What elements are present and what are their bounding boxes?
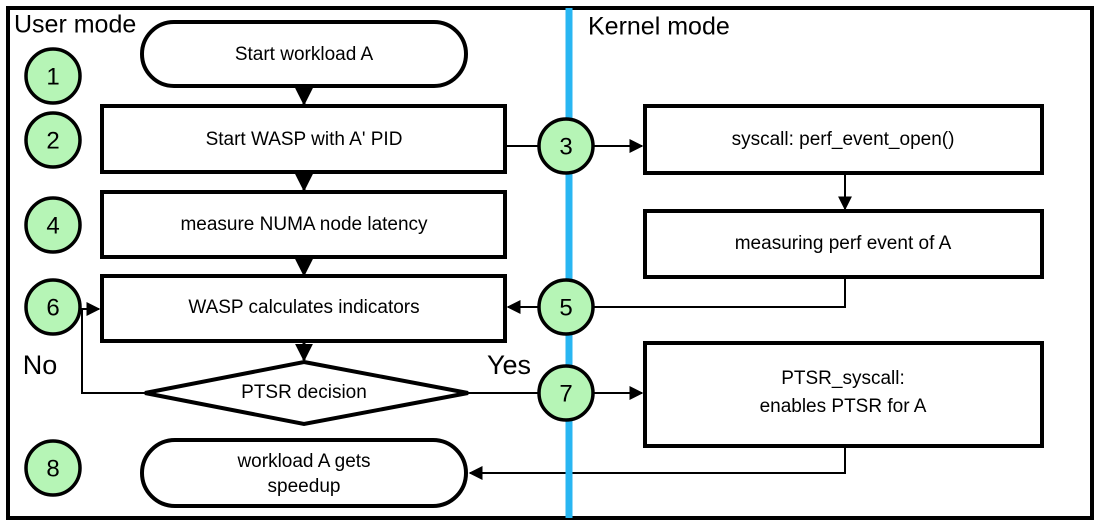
node-syscall-perf-event-open[interactable]: syscall: perf_event_open() xyxy=(643,104,1044,175)
user-mode-label: User mode xyxy=(14,11,136,39)
step-circle-3[interactable]: 3 xyxy=(537,117,595,175)
step-circle-3-label: 3 xyxy=(559,134,572,161)
node-ptsr-syscall-line2: enables PTSR for A xyxy=(760,396,927,417)
connector-measuring-to-step5 xyxy=(593,277,846,308)
branch-label-yes: Yes xyxy=(487,350,531,380)
connector-ptsr-to-speedup xyxy=(468,446,846,480)
node-wasp-calculates-label: WASP calculates indicators xyxy=(188,297,419,318)
step-circle-5-label: 5 xyxy=(559,295,572,322)
step-circle-7-label: 7 xyxy=(559,381,572,408)
node-ptsr-decision-label: PTSR decision xyxy=(241,382,367,403)
node-measure-numa-label: measure NUMA node latency xyxy=(180,214,428,235)
step-circle-5[interactable]: 5 xyxy=(537,278,595,336)
node-ptsr-syscall-line1: PTSR_syscall: xyxy=(781,368,905,389)
node-syscall-perf-event-open-label: syscall: perf_event_open() xyxy=(732,129,955,150)
step-circle-8-label: 8 xyxy=(46,456,59,483)
node-ptsr-decision[interactable]: PTSR decision xyxy=(144,359,469,427)
step-circle-7[interactable]: 7 xyxy=(537,364,595,422)
node-workload-speedup-line1: workload A gets xyxy=(236,451,370,472)
kernel-mode-label: Kernel mode xyxy=(588,13,730,41)
node-measuring-perf-event-label: measuring perf event of A xyxy=(735,233,952,254)
diagram-outer-frame xyxy=(6,6,1094,520)
node-ptsr-syscall[interactable]: PTSR_syscall: enables PTSR for A xyxy=(643,341,1044,448)
step-circle-6-label: 6 xyxy=(46,295,59,322)
step-circle-1[interactable]: 1 xyxy=(24,47,82,105)
node-start-workload-label: Start workload A xyxy=(235,44,374,65)
step-circle-2-label: 2 xyxy=(46,128,59,155)
node-workload-speedup-line2: speedup xyxy=(268,476,341,497)
connector-decision-no-loopback xyxy=(81,302,145,394)
node-start-wasp-label: Start WASP with A' PID xyxy=(206,129,403,150)
node-workload-speedup[interactable]: workload A gets speedup xyxy=(140,438,468,508)
node-measuring-perf-event[interactable]: measuring perf event of A xyxy=(643,209,1044,279)
step-circle-4[interactable]: 4 xyxy=(24,196,82,254)
step-circle-4-label: 4 xyxy=(46,213,59,240)
step-circle-8[interactable]: 8 xyxy=(24,439,82,497)
node-measure-numa[interactable]: measure NUMA node latency xyxy=(100,190,507,259)
step-circle-6[interactable]: 6 xyxy=(24,278,82,336)
node-wasp-calculates[interactable]: WASP calculates indicators xyxy=(100,274,507,343)
step-circle-2[interactable]: 2 xyxy=(24,111,82,169)
node-start-wasp[interactable]: Start WASP with A' PID xyxy=(100,104,507,174)
branch-label-no: No xyxy=(23,350,58,380)
step-circle-1-label: 1 xyxy=(46,64,59,91)
node-start-workload[interactable]: Start workload A xyxy=(140,20,468,88)
